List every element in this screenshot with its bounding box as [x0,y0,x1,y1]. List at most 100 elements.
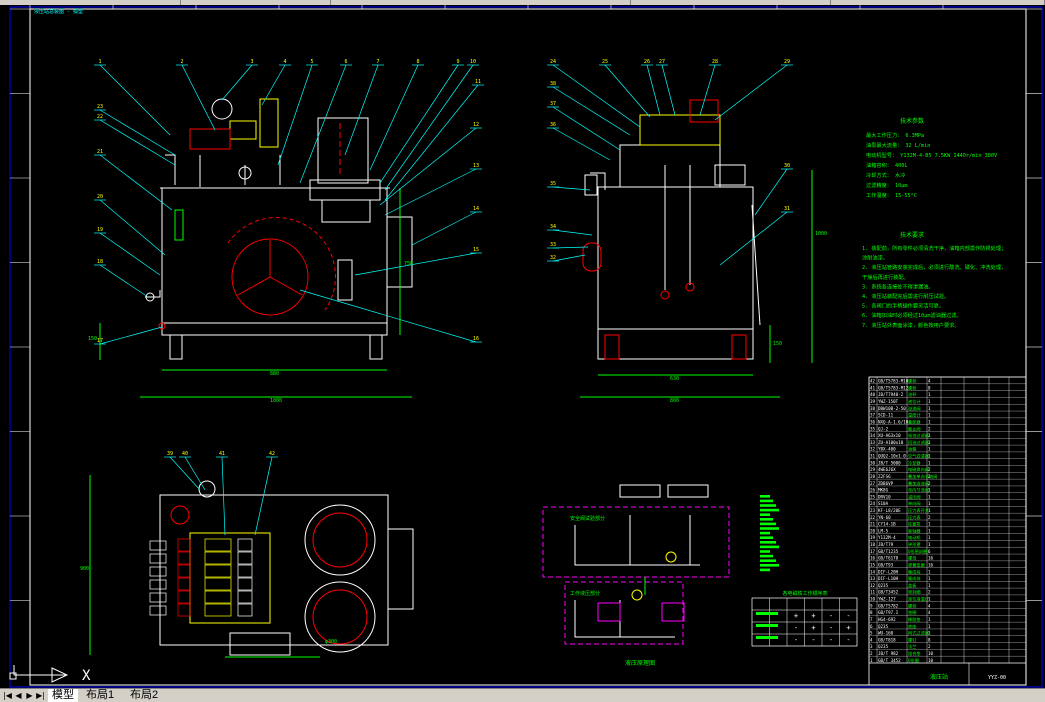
bom-cell: GB/T5783-M10 [878,379,909,384]
schematic-bottom-label: 工作液压部分 [570,590,600,597]
tech-req-line: 涂耐油漆。 [862,254,888,262]
bom-cell: 2 [928,467,931,472]
bom-cell: 钟形罩 [908,541,921,548]
tech-param-line: 最大工作压力： 6.3MPa [866,131,924,139]
bom-cell: WU-160 [878,631,894,636]
bom-cell: 9 [870,603,873,608]
bom-cell: 1 [928,399,931,404]
leader-line [221,64,253,101]
bom-cell: 8 [928,637,931,642]
dim-side-base: 150 [773,341,782,347]
bom-cell: 18 [870,542,876,547]
bom-cell: ZDB6VP [878,481,894,486]
action-mark: + [794,612,798,620]
leader-line [719,211,788,266]
prev-tab-button[interactable]: ◀ [15,691,22,700]
tab-layout2[interactable]: 布局2 [130,689,159,701]
bom-cell: 16 [870,556,876,561]
bom-cell: 1 [870,658,873,663]
bom-cell: 31 [870,454,876,459]
bom-cell: GB/T1235 [878,549,899,554]
action-table: ++---+-+---- [751,597,858,647]
valve-body [204,577,232,591]
valve-stub [149,605,167,616]
bom-cell: 2 [928,474,931,479]
bom-cell: KF-L8/20E [878,508,901,513]
leader-line [379,64,459,184]
balloon-label: 6 [344,59,347,65]
leader-line [661,64,676,116]
action-mark: - [846,636,850,644]
bom-cell: 32 [870,447,876,452]
bom-cell: GB/T93 [878,562,894,567]
leader-line [99,109,176,156]
valve-body [204,551,232,565]
tab-layout1[interactable]: 布局1 [86,689,115,701]
next-tab-button[interactable]: ▶ [26,691,33,700]
bom-cell: 37 [870,413,876,418]
bom-cell: 液位计 [908,398,921,405]
bom-cell: 单向节流阀 [908,487,929,494]
bom-cell: 集成块 [908,568,921,575]
balloon-label: 22 [97,114,103,120]
balloon-label: 10 [470,59,476,65]
bom-cell: 10 [928,651,934,656]
valve-coil [177,564,191,578]
bom-cell: GB/T6170 [878,556,899,561]
tech-req-title: 技术要求 [900,231,924,239]
bom-cell: 22 [870,515,876,520]
leader-line [261,64,286,106]
bom-cell: 弹簧垫圈 [908,561,925,568]
bom-cell: 1 [928,494,931,499]
leader-line [754,168,788,216]
leader-line [277,64,313,166]
valve-body [204,590,232,604]
bom-cell: 1 [928,419,931,424]
tab-model[interactable]: 模型 [48,689,78,702]
bom-cell: 3 [870,644,873,649]
action-mark: + [811,612,815,620]
legend-bar [760,504,776,507]
bom-cell: DIF-L10H [878,576,899,581]
schematic-legend [760,495,779,572]
legend-bar [760,564,779,567]
bom-cell: 柱塞泵 [908,521,921,528]
bom-cell: 1 [928,624,931,629]
balloon-label: 14 [473,206,479,212]
bom-cell: 叠加溢流阀 [908,480,929,487]
bom-cell: 网式过滤器 [908,630,930,637]
balloon-label: 33 [550,242,556,248]
last-tab-button[interactable]: ▶| [36,691,45,700]
bom-cell: 4 [928,610,931,615]
bom-cell: 1 [928,488,931,493]
bom-cell: 7 [870,617,873,622]
first-tab-button[interactable]: |◀ [3,691,12,700]
dim-side-inner: 630 [670,376,679,382]
bom-cell: S10A [878,501,889,506]
legend-bar [760,513,770,516]
action-mark: - [829,624,833,632]
schematic-caption: 液压原理图 [625,659,655,667]
balloon-label: 28 [712,59,718,65]
valve-plate [237,577,253,591]
front-view [99,98,413,398]
bom-cell: JB/T 982 [878,651,899,656]
bom-cell: Z2FS6 [878,474,891,479]
balloon-label: 34 [550,224,556,230]
leader-line [646,64,661,116]
ucs-icon [9,665,69,683]
bom-cell: 38 [870,406,876,411]
legend-bar [760,518,773,521]
bom-cell: 温度计 [908,412,921,419]
balloon-label: 37 [550,101,556,107]
action-mark: + [811,624,815,632]
drawing-frame [29,8,1027,686]
valve-body [204,564,232,578]
balloon-label: 41 [219,451,225,457]
bom-cell: DIF-L20H [878,569,899,574]
schematic-top-label: 安全阀试验部分 [570,515,605,522]
